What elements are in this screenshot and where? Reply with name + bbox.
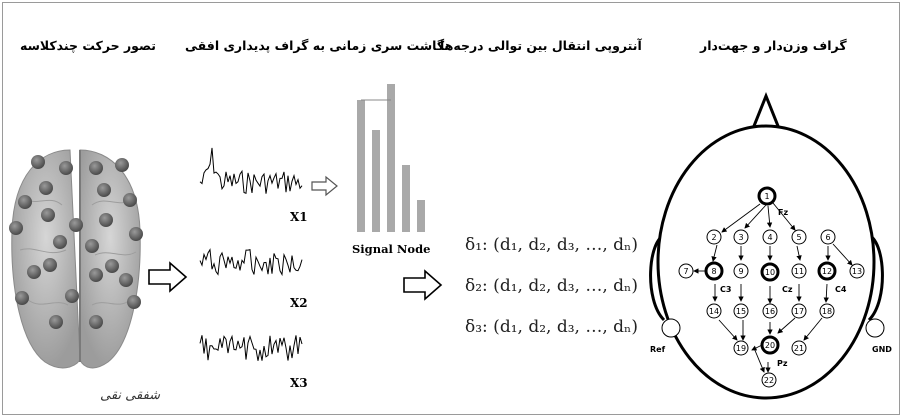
node-16: 16	[765, 307, 775, 316]
signal-x1-label: X1	[290, 210, 308, 224]
signal-x3-label: X3	[290, 376, 308, 390]
signature: شفقی نقی	[100, 388, 161, 403]
figure-frame	[2, 2, 900, 415]
label-cz: Cz	[782, 285, 793, 294]
node-6: 6	[825, 233, 830, 242]
brain-image	[9, 149, 143, 369]
arrow-brain-to-signals	[148, 261, 188, 293]
label-c3: C3	[720, 285, 731, 294]
heading-weighted-graph: گراف وزن‌دار و جهت‌دار	[700, 38, 847, 53]
node-8: 8	[711, 267, 716, 276]
heading-multiclass: تصور حرکت چندکلاسه	[20, 38, 156, 53]
node-7: 7	[683, 267, 688, 276]
node-12: 12	[822, 267, 832, 276]
heading-mapping: نگاشت سری زمانی به گراف پدیداری افقی	[185, 38, 449, 53]
equation-delta-3: δ₃: (d₁, d₂, d₃, …, dₙ)	[465, 317, 639, 337]
signal-node-label: Signal Node	[352, 242, 431, 256]
label-gnd: GND	[872, 345, 892, 354]
node-11: 11	[794, 267, 804, 276]
label-ref: Ref	[650, 345, 666, 354]
label-fz: Fz	[778, 208, 788, 217]
equation-delta-1: δ₁: (d₁, d₂, d₃, …, dₙ)	[465, 235, 639, 255]
node-9: 9	[738, 267, 743, 276]
label-pz: Pz	[777, 359, 788, 368]
node-5: 5	[796, 233, 801, 242]
node-19: 19	[736, 344, 746, 353]
node-20: 20	[765, 341, 775, 350]
node-17: 17	[794, 307, 804, 316]
node-10: 10	[765, 268, 775, 277]
signal-x2-trace	[199, 248, 303, 277]
signal-x3-trace	[199, 334, 303, 361]
arrow-to-entropy	[403, 269, 443, 301]
node-13: 13	[852, 267, 862, 276]
equation-delta-2: δ₂: (d₁, d₂, d₃, …, dₙ)	[465, 276, 639, 296]
node-21: 21	[794, 344, 804, 353]
node-2: 2	[711, 233, 716, 242]
signal-x1-trace	[199, 147, 303, 195]
signal-x2-label: X2	[290, 296, 308, 310]
node-18: 18	[822, 307, 832, 316]
head-graph: 1 2 3 4 5 6 7 8 9 10 11 12 13 14 15 16 1…	[649, 91, 892, 400]
node-15: 15	[736, 307, 746, 316]
heading-entropy: آنتروپی انتقال بین توالی درجه‌ها	[440, 38, 642, 53]
electrodes	[9, 155, 143, 329]
label-c4: C4	[835, 285, 847, 294]
node-4: 4	[767, 233, 772, 242]
signal-node-bars	[357, 84, 425, 232]
node-1: 1	[764, 192, 769, 201]
node-3: 3	[738, 233, 743, 242]
node-14: 14	[709, 307, 719, 316]
node-22: 22	[764, 376, 774, 385]
arrow-to-graph	[311, 175, 338, 197]
